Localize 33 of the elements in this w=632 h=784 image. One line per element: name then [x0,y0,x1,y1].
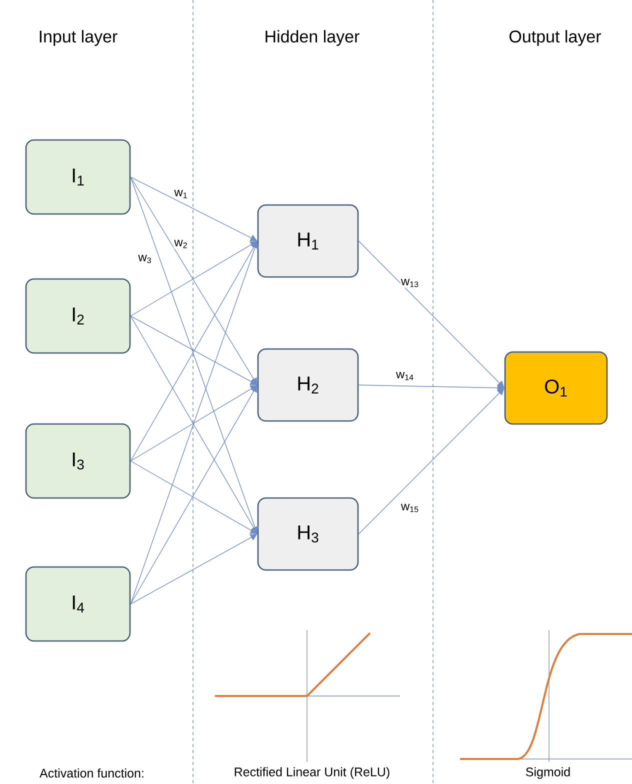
output-node: O$_{1}$ [504,351,608,425]
hidden-node: H$_{3}$ [257,497,359,571]
hidden-node: H$_{2}$ [257,348,359,422]
caption-text: Activation function: [40,768,144,778]
layer-heading: Output layer [510,30,601,46]
arrow [130,241,258,462]
layer-heading: Input layer [40,30,118,46]
arrow [130,316,258,385]
arrow [130,534,258,604]
arrow [130,176,258,385]
edge-label: w$_{1}$ [174,189,188,199]
arrow [130,385,258,604]
edge-label: w$_{15}$ [400,503,420,513]
input-node: I$_{1}$ [25,139,131,215]
arrow [130,385,258,462]
layer-heading: Hidden layer [266,30,360,46]
caption-text: Rectified Linear Unit (ReLU) [234,767,390,779]
arrow [358,240,504,388]
caption-text: Sigmoid [526,767,570,779]
arrow [358,388,504,534]
arrow [130,241,258,316]
edge-label: w$_{2}$ [174,239,188,249]
input-node: I$_{4}$ [25,566,131,642]
input-node: I$_{2}$ [25,278,131,354]
edge-label: w$_{3}$ [138,254,152,264]
hidden-node: H$_{1}$ [257,204,359,278]
input-node: I$_{3}$ [25,423,131,499]
edge-label: w$_{13}$ [400,278,420,288]
arrow [130,241,258,604]
edge-label: w$_{14}$ [395,371,415,381]
arrow [130,460,258,534]
arrow [130,176,258,534]
arrow [130,316,258,534]
